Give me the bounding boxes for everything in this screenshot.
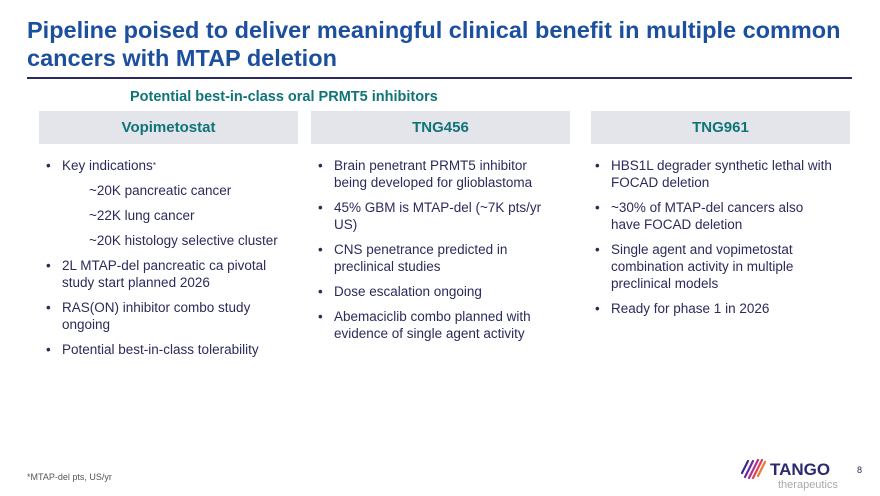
- bullet-item: ~30% of MTAP-del cancers also have FOCAD…: [593, 199, 833, 233]
- bullet-item: Key indications*: [44, 157, 294, 174]
- column-header-tng961: TNG961: [591, 111, 850, 144]
- bullet-item: HBS1L degrader synthetic lethal with FOC…: [593, 157, 833, 191]
- bullet-item: CNS penetrance predicted in preclinical …: [316, 241, 556, 275]
- svg-text:TANGO: TANGO: [770, 460, 830, 479]
- page-number: 8: [857, 465, 863, 475]
- title-divider: [27, 77, 852, 79]
- bullet-item: RAS(ON) inhibitor combo study ongoing: [44, 299, 294, 333]
- bullet-item: Potential best-in-class tolerability: [44, 341, 294, 358]
- bullet-item: Abemaciclib combo planned with evidence …: [316, 308, 556, 342]
- tango-logo: TANGO therapeutics: [740, 457, 840, 491]
- bullet-item: Brain penetrant PRMT5 inhibitor being de…: [316, 157, 556, 191]
- section-subtitle: Potential best-in-class oral PRMT5 inhib…: [130, 89, 438, 105]
- bullet-item: Ready for phase 1 in 2026: [593, 300, 833, 317]
- svg-text:therapeutics: therapeutics: [778, 479, 838, 491]
- bullet-item: 45% GBM is MTAP-del (~7K pts/yr US): [316, 199, 556, 233]
- footnote: *MTAP-del pts, US/yr: [27, 472, 112, 482]
- bullet-item: 2L MTAP-del pancreatic ca pivotal study …: [44, 257, 294, 291]
- bullet-item: Single agent and vopimetostat combinatio…: [593, 241, 833, 292]
- column-tng456: Brain penetrant PRMT5 inhibitor being de…: [316, 157, 556, 350]
- slide-title: Pipeline poised to deliver meaningful cl…: [27, 17, 841, 71]
- logo-stripes-icon: TANGO therapeutics: [740, 458, 838, 491]
- bullet-item: Dose escalation ongoing: [316, 283, 556, 300]
- sub-item: ~22K lung cancer: [89, 208, 195, 223]
- column-header-vopimetostat: Vopimetostat: [39, 111, 298, 144]
- column-tng961: HBS1L degrader synthetic lethal with FOC…: [593, 157, 833, 325]
- sub-item: ~20K histology selective cluster: [89, 233, 278, 248]
- sub-item: ~20K pancreatic cancer: [89, 183, 232, 198]
- column-vopimetostat: Key indications* ~20K pancreatic cancer …: [44, 157, 294, 366]
- column-header-tng456: TNG456: [311, 111, 570, 144]
